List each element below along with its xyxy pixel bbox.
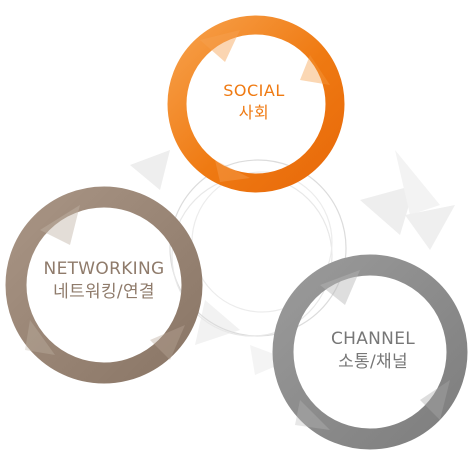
social-subtitle: 사회 (238, 102, 270, 122)
social-label: SOCIAL 사회 (186, 80, 322, 123)
channel-label: CHANNEL 소통/채널 (300, 328, 446, 374)
networking-subtitle: 네트워킹/연결 (53, 281, 155, 302)
channel-circle (272, 254, 468, 450)
networking-label: NETWORKING 네트워킹/연결 (20, 258, 188, 304)
networking-title: NETWORKING (43, 259, 165, 279)
networking-circle (5, 186, 203, 384)
social-title: SOCIAL (223, 81, 285, 100)
social-circle (167, 15, 345, 193)
channel-subtitle: 소통/채널 (338, 351, 408, 372)
background-facets (130, 150, 455, 375)
channel-title: CHANNEL (330, 329, 416, 349)
